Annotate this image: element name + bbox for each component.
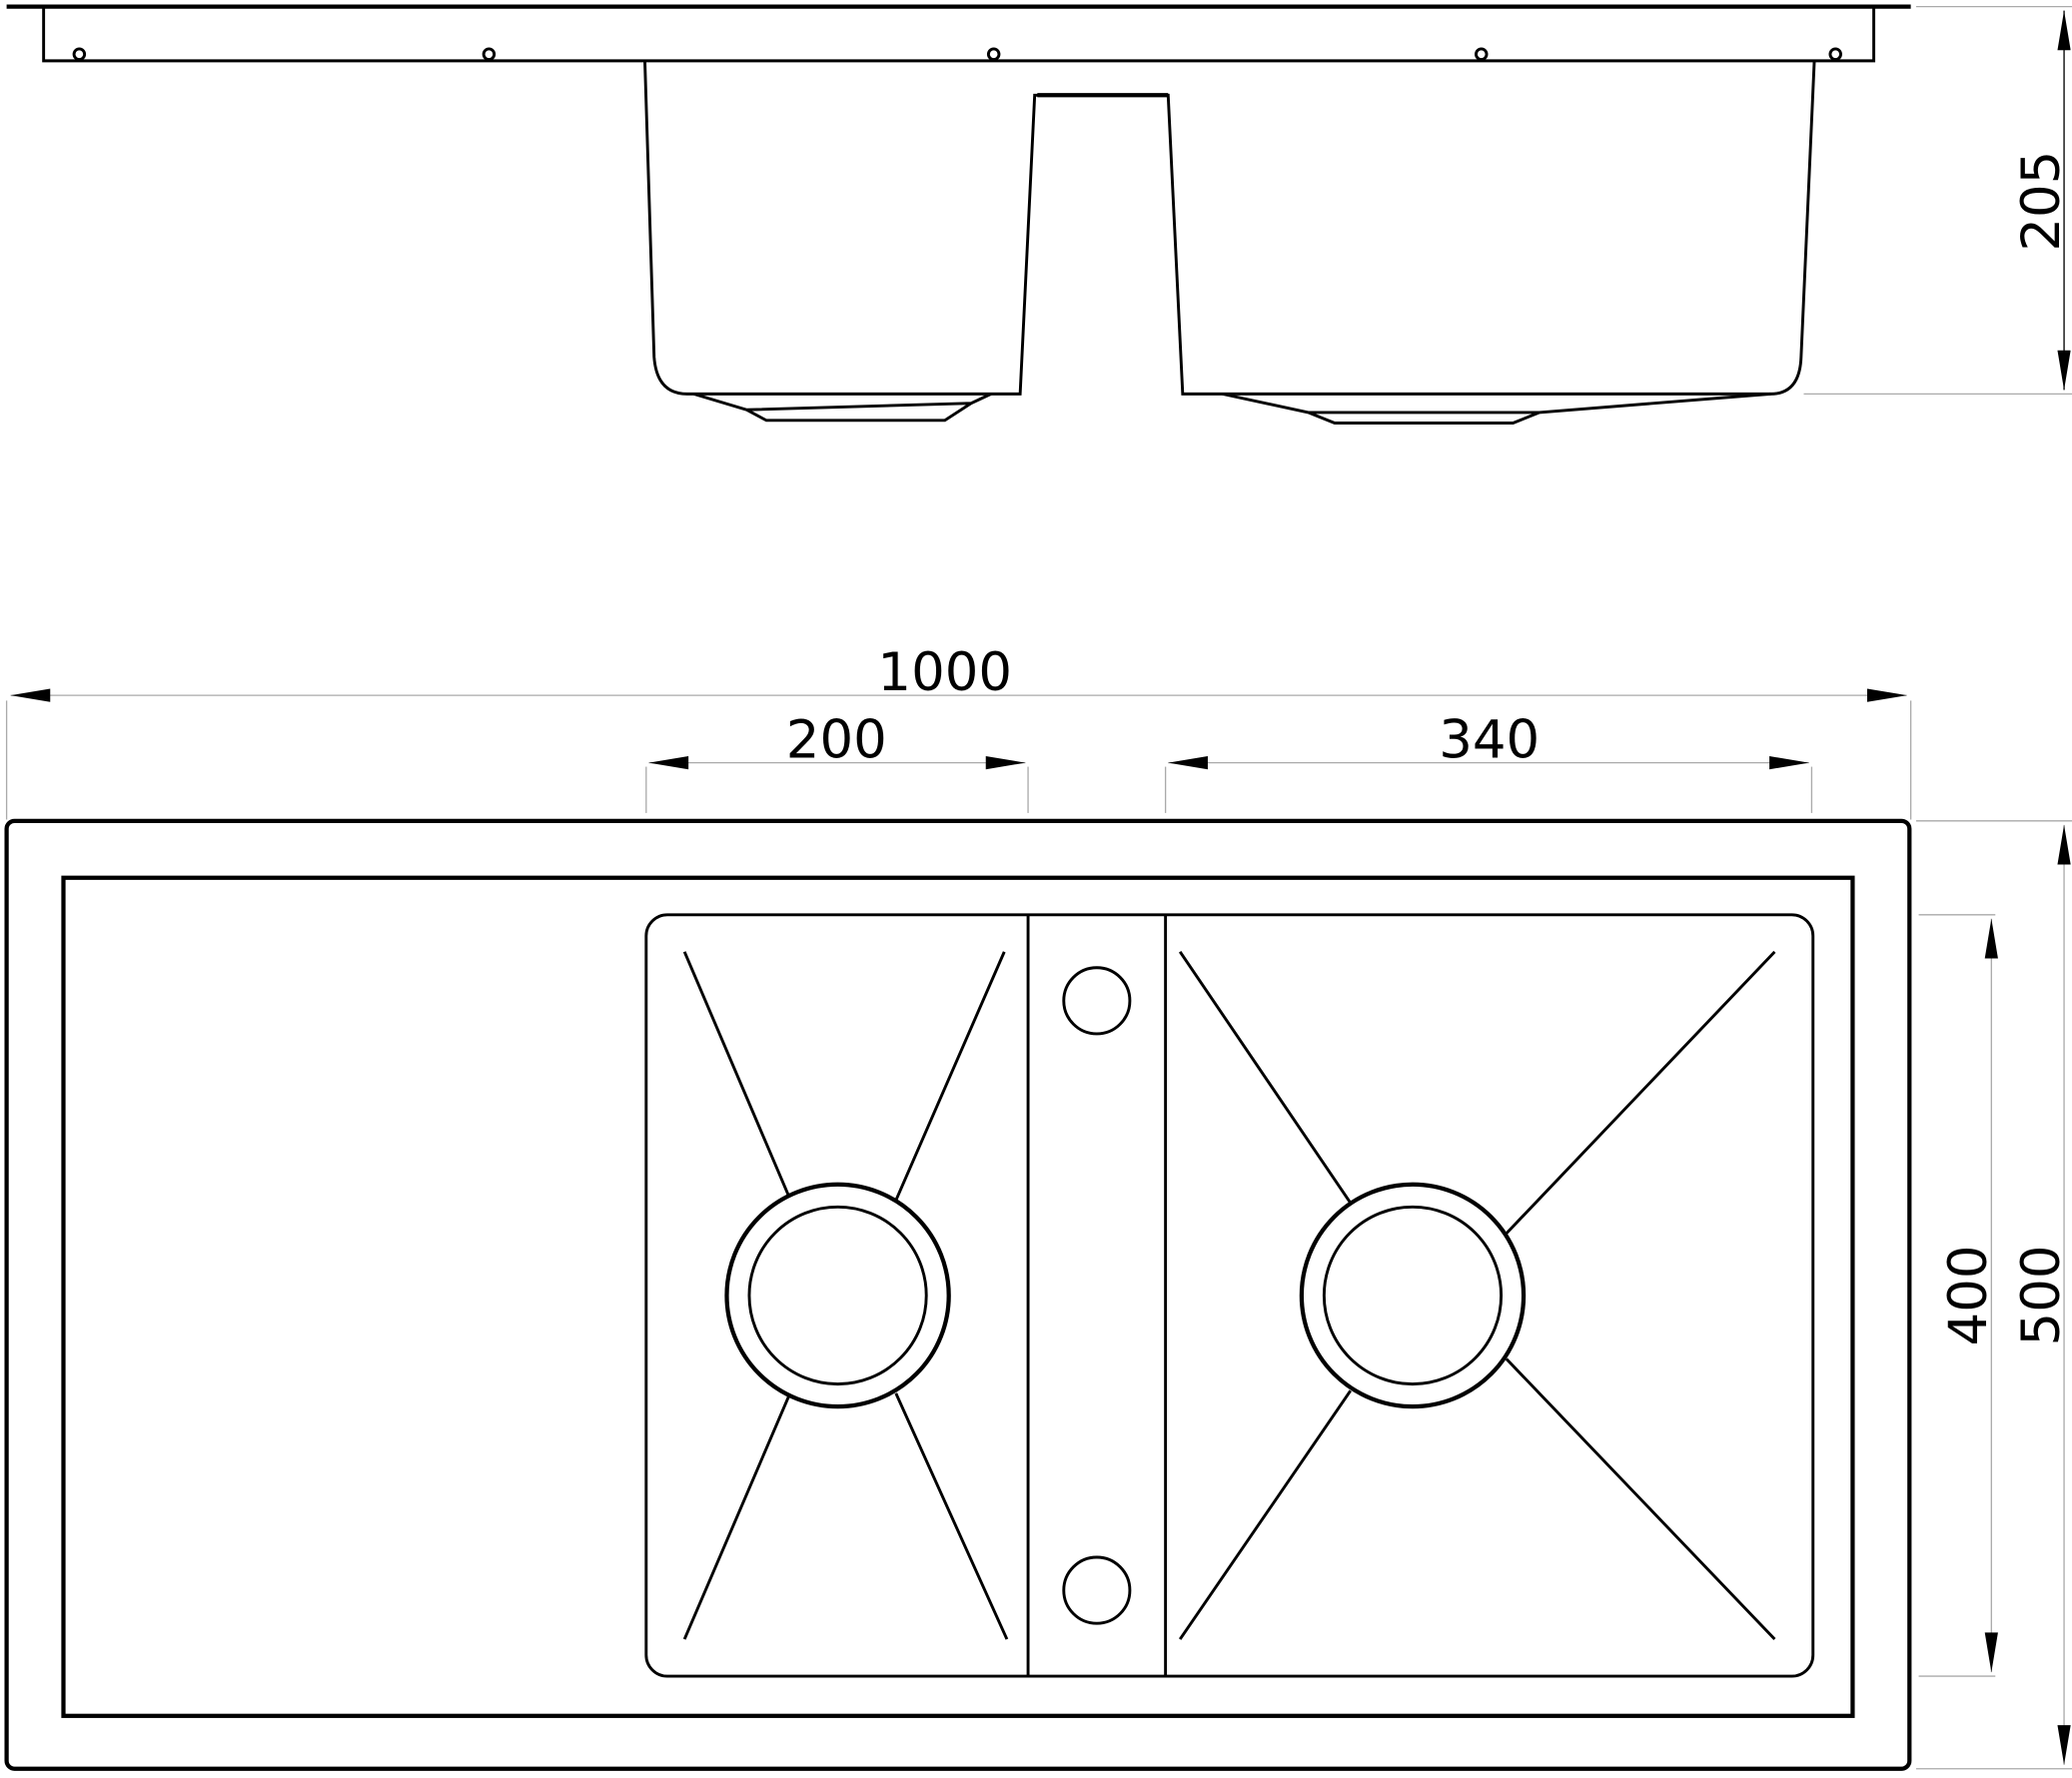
clip-hole-icon xyxy=(482,47,497,62)
drainer-area xyxy=(61,875,1855,1718)
sink-outline xyxy=(4,818,1912,1771)
left-drain-icon xyxy=(724,1182,951,1409)
overall-length-label: 500 xyxy=(2011,1245,2072,1345)
arrowheads xyxy=(648,755,1026,770)
clip-hole-icon xyxy=(72,47,87,62)
tap-hole-icon xyxy=(1062,966,1132,1036)
overall-width-label: 1000 xyxy=(877,642,1012,703)
width-dimensions: 1000 200 340 xyxy=(5,642,1912,820)
clip-hole-icon xyxy=(1828,47,1842,62)
bowls-outline xyxy=(644,913,1815,1678)
left-bowl-width-label: 200 xyxy=(786,709,887,770)
side-view: 205 xyxy=(6,4,2072,425)
drain-grooves xyxy=(1178,950,1776,1641)
right-bowl-width-label: 340 xyxy=(1439,709,1540,770)
clip-hole-icon xyxy=(986,47,1001,62)
left-drain-inner xyxy=(747,1205,928,1386)
bowls-profile xyxy=(643,60,1816,396)
right-drain-icon xyxy=(1299,1182,1527,1409)
rim-frame xyxy=(42,6,1876,63)
left-drain-profile xyxy=(693,392,992,423)
right-bowl xyxy=(1178,950,1776,1641)
right-drain-inner xyxy=(1322,1205,1504,1386)
clip-hole-icon xyxy=(1475,47,1489,62)
bowl-length-label: 400 xyxy=(1938,1245,1999,1345)
top-view: 500 400 xyxy=(4,818,2072,1771)
mounting-clips xyxy=(72,47,1842,62)
depth-dimension-label: 205 xyxy=(2011,151,2072,252)
right-drain-profile xyxy=(1222,392,1771,425)
drain-grooves xyxy=(682,951,1009,1640)
left-bowl xyxy=(682,951,1009,1640)
overflow-hole-icon xyxy=(1062,1555,1132,1625)
